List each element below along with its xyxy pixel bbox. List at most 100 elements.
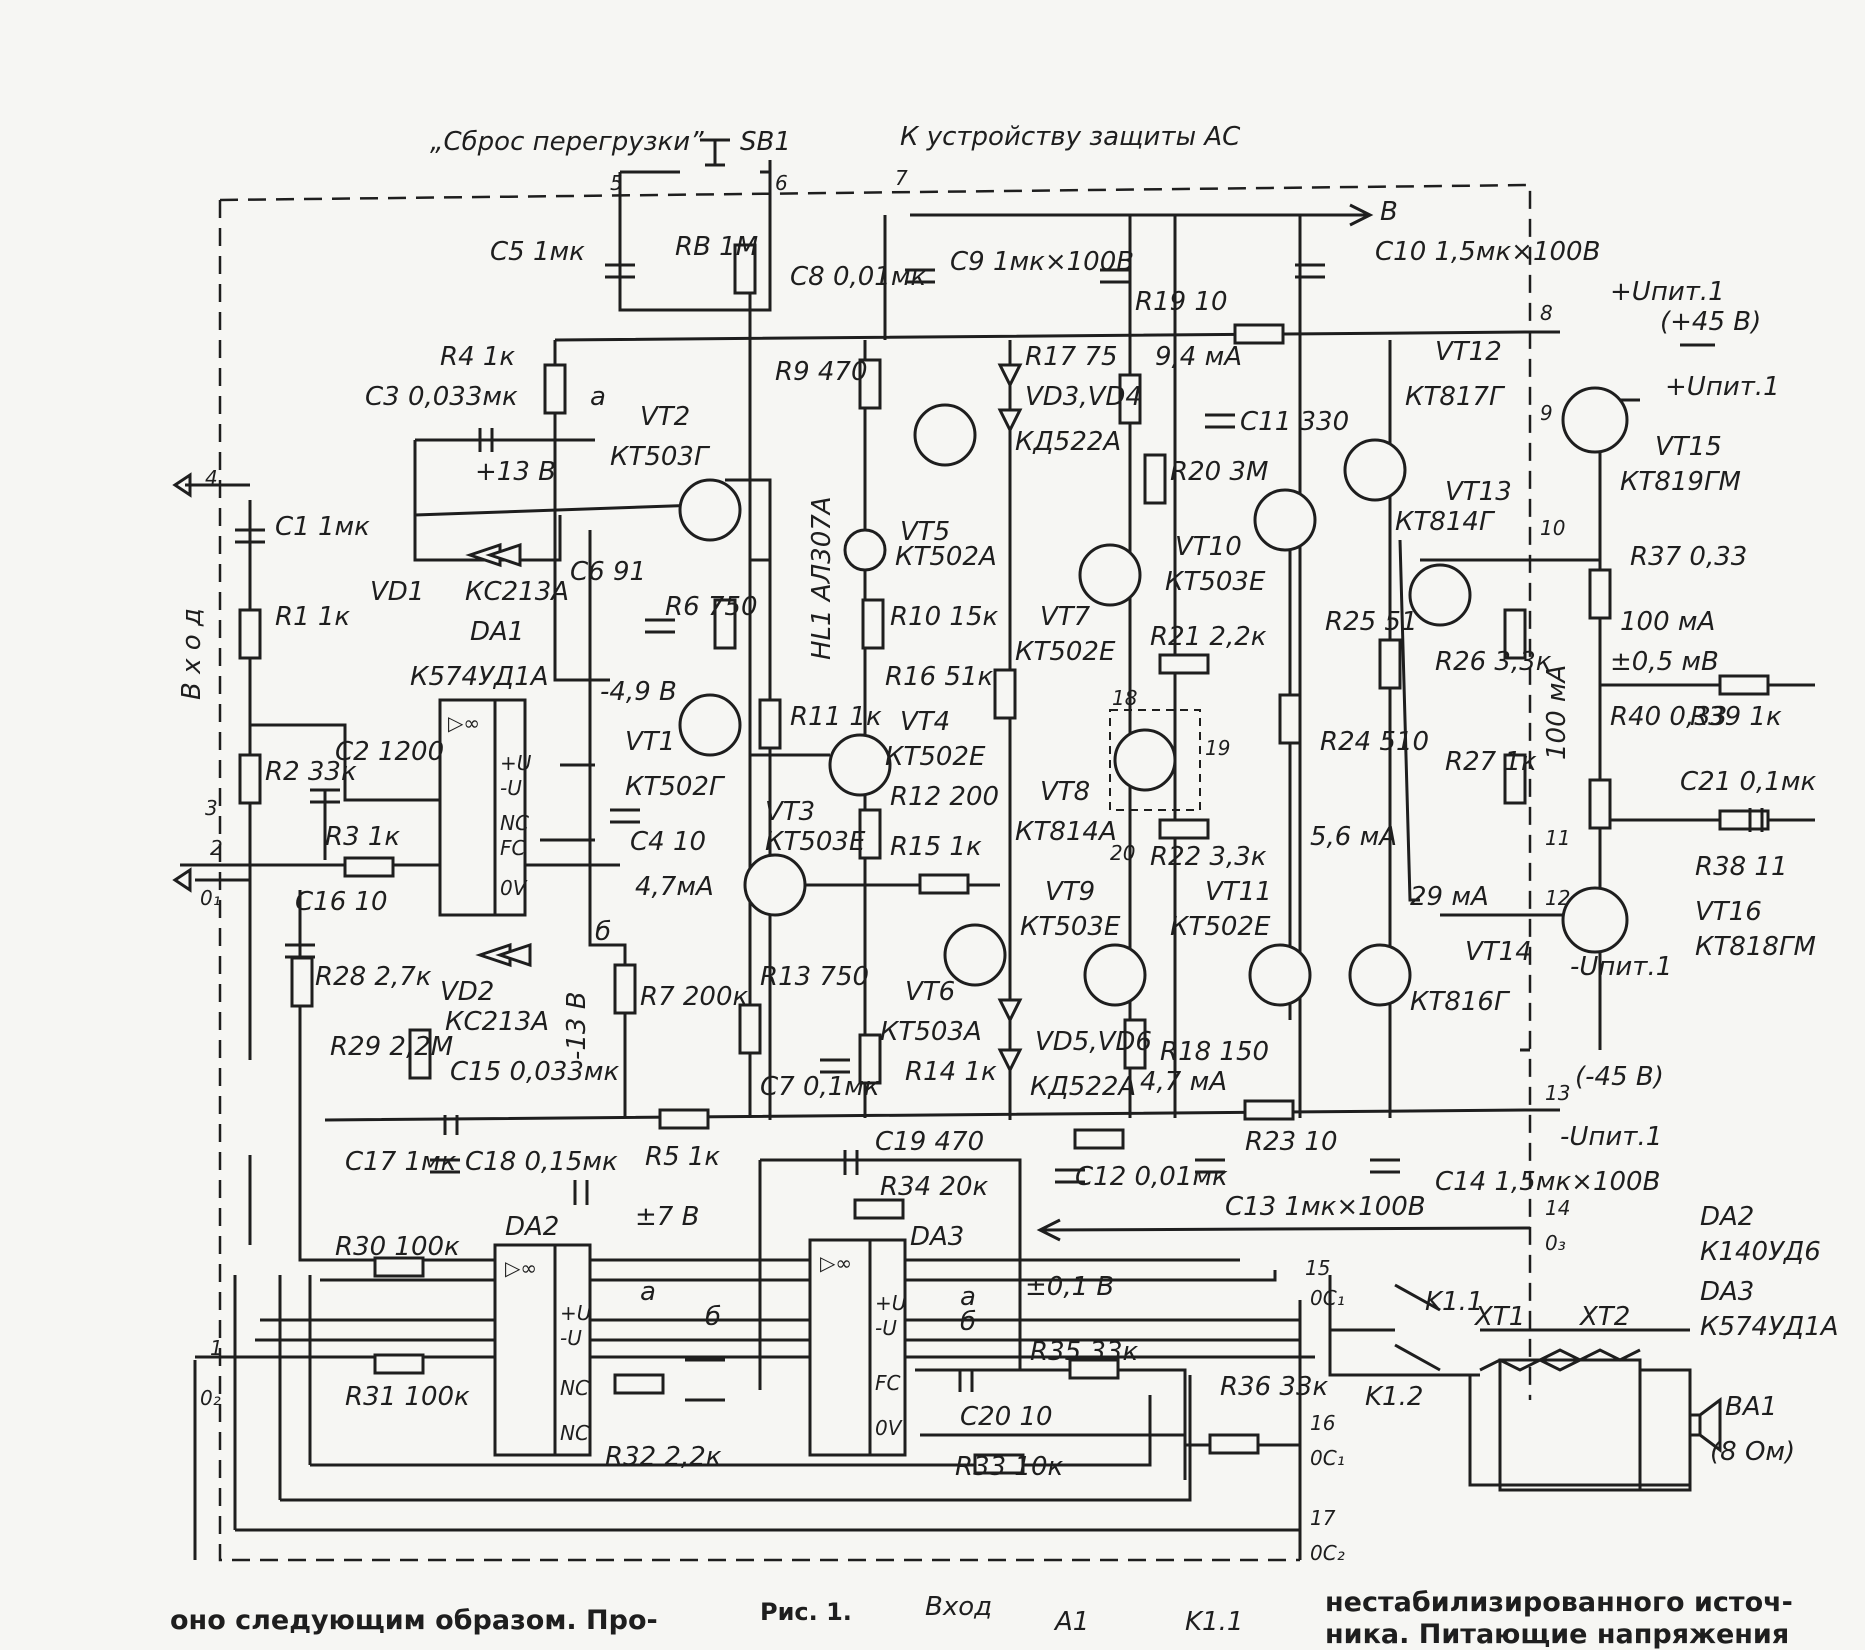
vt8-dashed-box [1109,709,1201,811]
label-vt5: VT5 [900,517,950,547]
label-da3n: DA3 [1700,1277,1754,1307]
label-r40: R40 0,33 [1610,702,1727,732]
label-uneg2: -Uпит.1 [1560,1122,1662,1152]
label-vd1t: КС213А [465,577,569,607]
vt1-body [678,693,742,757]
vt13-body [1408,563,1472,627]
label-r10: R10 15к [890,602,998,632]
pin-8: 8 [1540,301,1553,325]
label-r39: R39 1к [1690,702,1782,732]
measure-01v: ±0,1 В [1025,1272,1114,1302]
label-da1t: К574УД1А [410,662,549,692]
label-vt15: VT15 [1655,432,1722,462]
label-vt1t: КТ502Г [625,772,726,802]
body-text-right-1: нестабилизированного источ- [1325,1587,1793,1618]
label-r9: R9 470 [775,357,868,387]
label-vt6: VT6 [905,977,955,1007]
da3-mu: -U [875,1316,897,1340]
label-vt2: VT2 [640,402,690,432]
label-c10: C10 1,5мк×100В [1375,237,1600,267]
label-vt8t: КТ814А [1015,817,1117,847]
label-c11: C11 330 [1240,407,1349,437]
label-ba1v: (8 Ом) [1710,1437,1795,1467]
label-vd34t: КД522А [1015,427,1121,457]
measure-56ma: 5,6 мА [1310,822,1397,852]
label-vt8: VT8 [1040,777,1090,807]
label-r21: R21 2,2к [1150,622,1267,652]
da1-mu: -U [500,776,522,800]
measure-49v: -4,9 В [600,677,677,707]
label-r26: R26 3,3к [1435,647,1552,677]
da2-inf: ▷∞ [505,1256,537,1280]
label-vt4: VT4 [900,707,950,737]
pin-14: 14 [1545,1196,1570,1220]
measure-29ma: 29 мА [1410,882,1489,912]
label-vd56: VD5,VD6 [1035,1027,1152,1057]
pin-1: 1 [210,1336,223,1360]
pin-20: 20 [1110,841,1135,865]
pin-5: 5 [610,171,623,195]
measure-47ma-b: 4,7 мА [1140,1067,1227,1097]
label-vt10t: КТ503Е [1165,567,1266,597]
r1-body [238,608,262,660]
da2-pu: +U [560,1301,592,1325]
label-c3: C3 0,033мк [365,382,518,412]
pin-o1: 0₁ [200,886,221,910]
label-r32: R32 2,2к [605,1442,722,1472]
label-r11: R11 1к [790,702,882,732]
pin-3: 3 [205,796,218,820]
label-r6: R6 750 [665,592,758,622]
label-r3: R3 1к [325,822,400,852]
measure-13vn: -13 В [562,991,592,1060]
da2-mu: -U [560,1326,582,1350]
label-vt10: VT10 [1175,532,1242,562]
vt9-body [1083,943,1147,1007]
label-c19: C19 470 [875,1127,984,1157]
pin-6: 6 [775,171,788,195]
label-c17: C17 1мк [345,1147,457,1177]
label-r30: R30 100к [335,1232,460,1262]
net-a-da2: а [640,1277,656,1307]
label-r1: R1 1к [275,602,350,632]
da2-nc: NC [560,1376,589,1400]
pin-11: 11 [1545,826,1570,850]
net-b-mid: б [595,917,611,947]
net-a-da3: а [960,1282,976,1312]
da1-pu: +U [500,751,532,775]
vt15-body [1561,386,1629,454]
pin-18: 18 [1112,686,1137,710]
output-hardware [700,138,1722,1492]
label-r24: R24 510 [1320,727,1429,757]
label-uneg: -Uпит.1 [1570,952,1672,982]
label-r16: R16 51к [885,662,993,692]
label-r25: R25 51 [1325,607,1418,637]
capacitors [235,263,1764,1392]
label-da2n: DA2 [1700,1202,1754,1232]
label-c12: C12 0,01мк [1075,1162,1228,1192]
net-a-top: а [590,382,606,412]
label-vt11: VT11 [1205,877,1272,907]
da1-inf: ▷∞ [448,711,480,735]
da3-ov: 0V [875,1416,903,1440]
label-vd34: VD3,VD4 [1025,382,1142,412]
label-da2t: К140УД6 [1700,1237,1821,1267]
body-text-left: оно следующим образом. Про- [170,1605,658,1636]
label-r13: R13 750 [760,962,869,992]
label-vt3: VT3 [765,797,815,827]
label-r5: R5 1к [645,1142,720,1172]
label-vt15t: КТ819ГМ [1620,467,1741,497]
label-r22: R22 3,3к [1150,842,1267,872]
label-vt12t: КТ817Г [1405,382,1506,412]
labels: „Сброс перегрузки” SB1 К устройству защи… [177,122,1839,1637]
label-vt7t: КТ502Е [1015,637,1116,667]
op-amps [438,698,1201,1457]
label-c13: C13 1мк×100В [1225,1192,1426,1222]
label-vt2t: КТ503Г [610,442,711,472]
label-r36: R36 33к [1220,1372,1328,1402]
label-vt4t: КТ502Е [885,742,986,772]
label-c6: C6 91 [570,557,646,587]
net-b-da3: б [960,1307,976,1337]
fig2-k11: K1.1 [1185,1607,1243,1637]
pin-19: 19 [1205,736,1230,760]
